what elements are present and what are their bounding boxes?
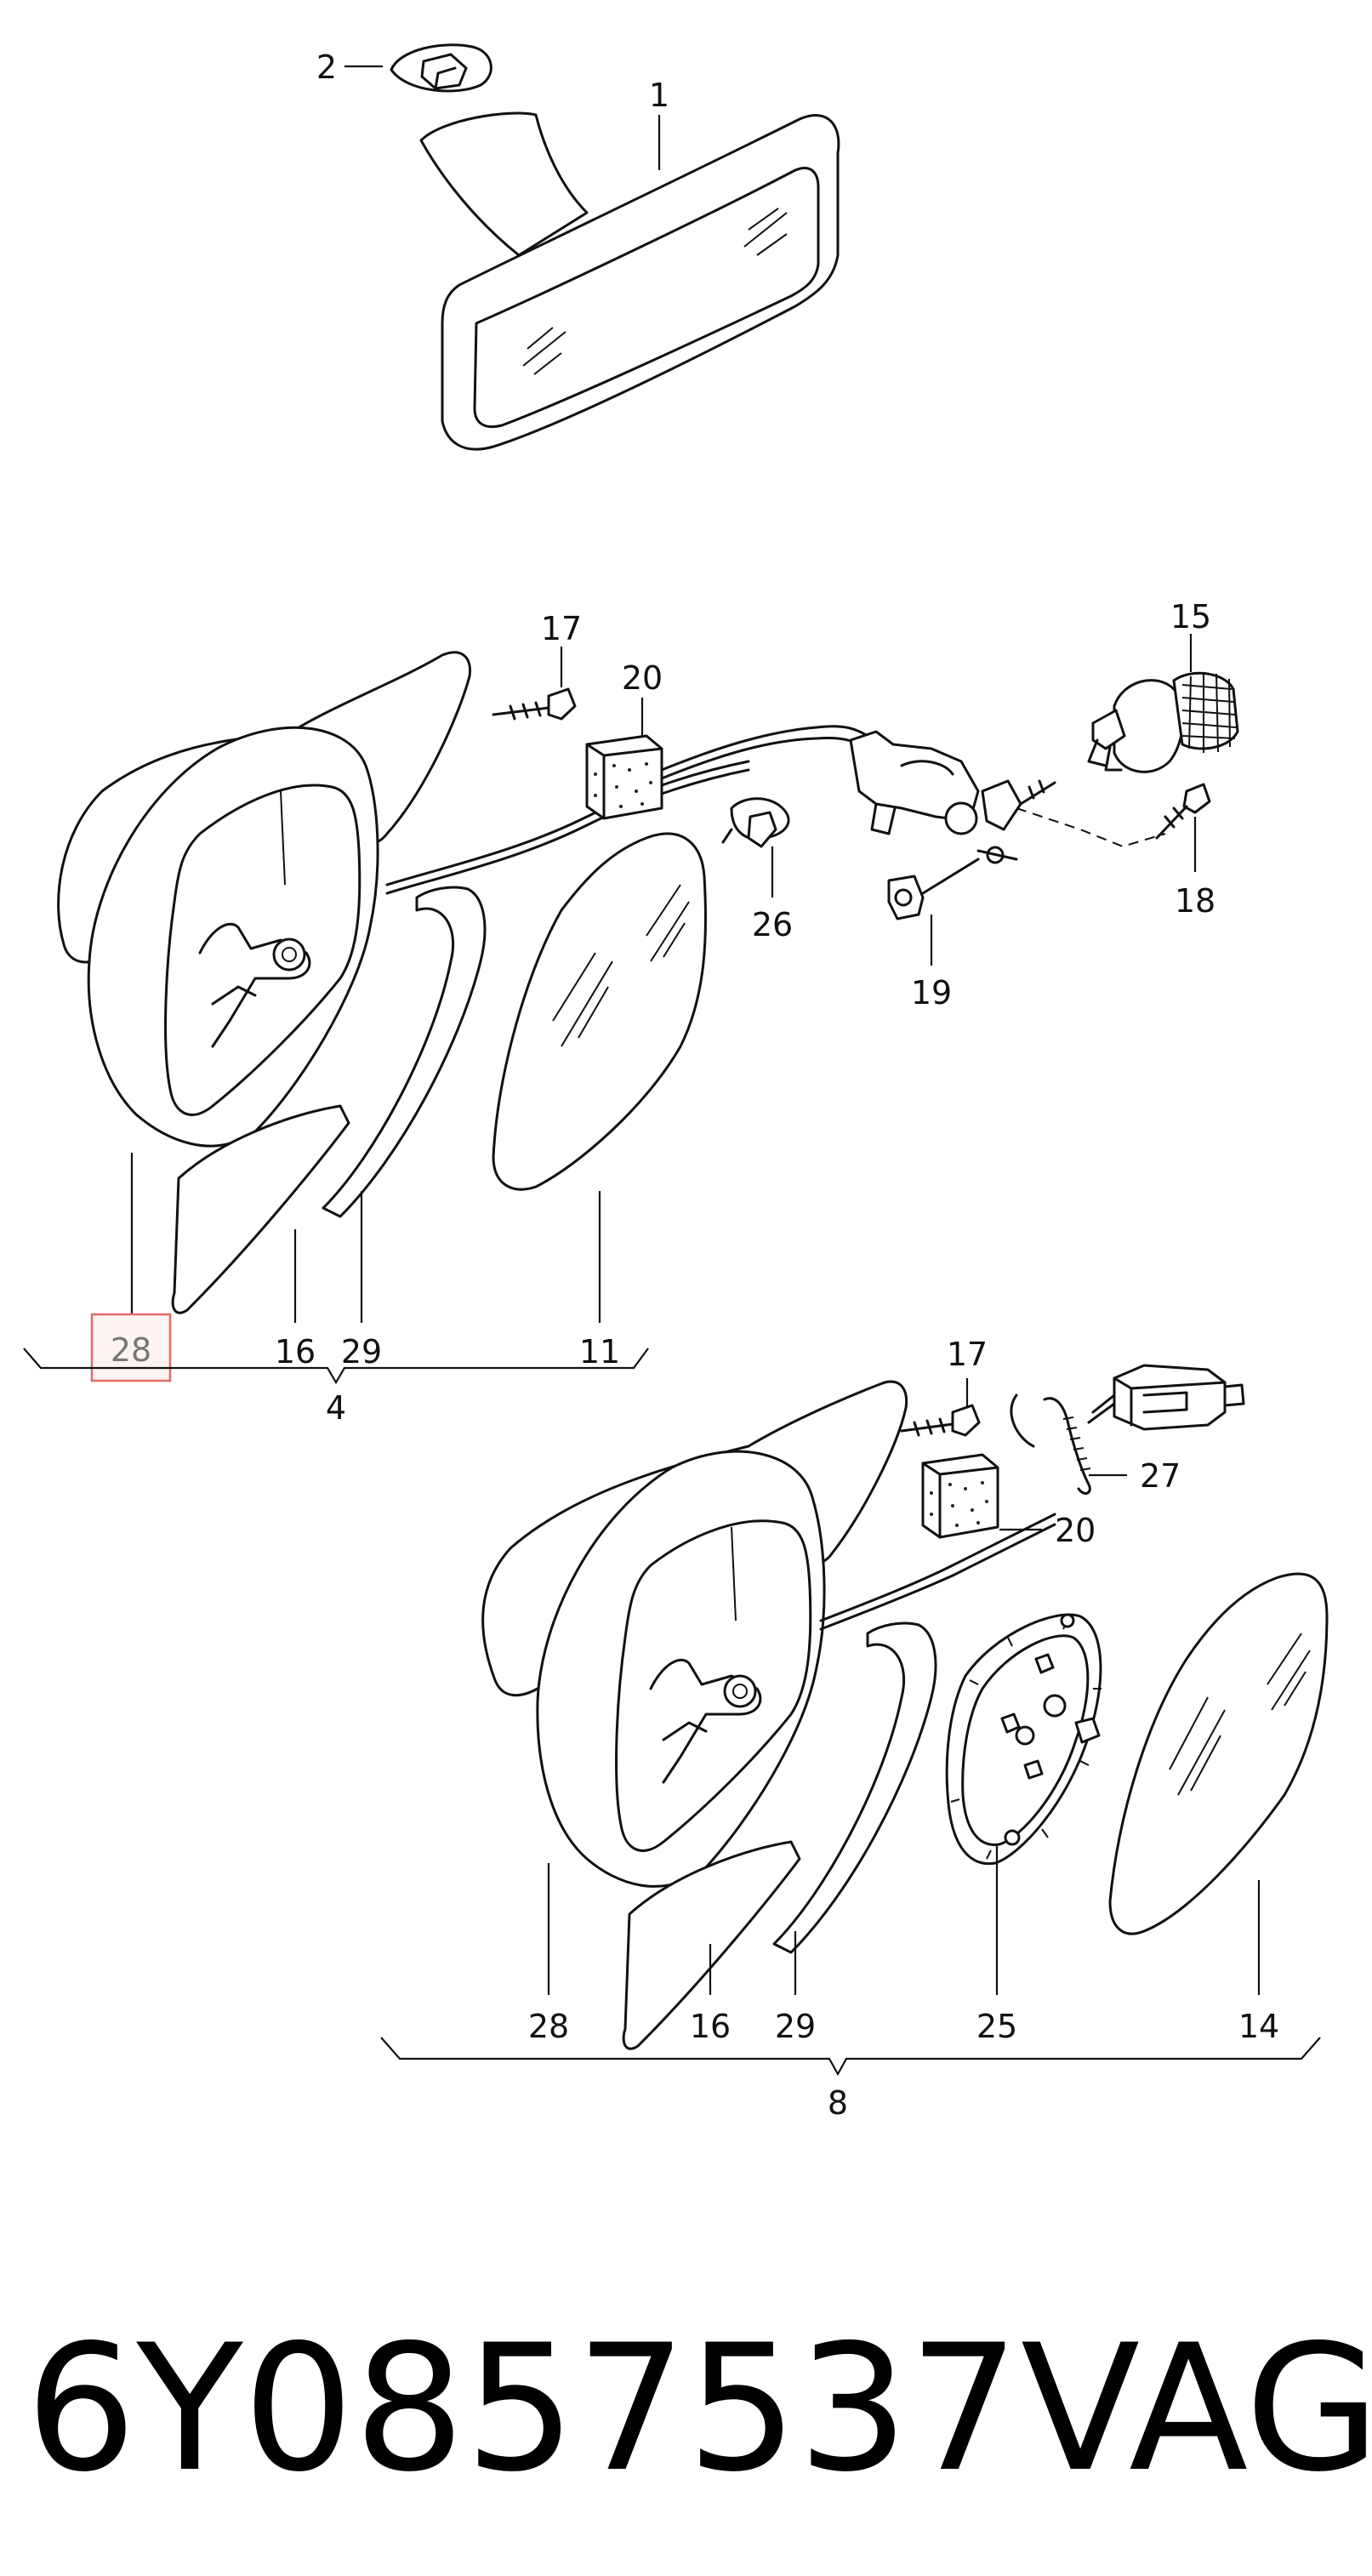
callout-1: 1 [649, 77, 669, 114]
callout-17-lower: 17 [947, 1336, 988, 1373]
callout-15: 15 [1170, 598, 1211, 635]
part-1-interior-mirror [419, 111, 840, 451]
callout-4: 4 [326, 1389, 346, 1427]
callout-17-upper: 17 [541, 610, 582, 647]
callout-20-upper: 20 [622, 659, 663, 697]
callout-28-lower: 28 [528, 2008, 569, 2045]
part-number-text: 6Y0857537 [26, 2308, 1020, 2510]
assembly-4-exterior-mirror [57, 651, 1239, 1314]
callout-27: 27 [1140, 1457, 1181, 1495]
brand-text: VAG [1021, 2308, 1372, 2510]
callout-8: 8 [828, 2084, 848, 2122]
highlight-box-28 [90, 1313, 172, 1382]
callout-14: 14 [1238, 2008, 1279, 2045]
assembly-8-exterior-mirror [481, 1364, 1329, 2050]
callout-18: 18 [1175, 882, 1215, 920]
callout-26: 26 [752, 906, 793, 943]
callout-29-lower: 29 [775, 2008, 816, 2045]
callout-2: 2 [316, 48, 337, 86]
callout-28-upper: 28 [111, 1331, 151, 1369]
callout-20-lower: 20 [1055, 1512, 1096, 1549]
callout-11: 11 [579, 1333, 620, 1371]
callout-16-lower: 16 [690, 2008, 731, 2045]
callout-25: 25 [976, 2008, 1017, 2045]
group-bracket-4 [23, 1348, 649, 1385]
callout-19: 19 [911, 974, 952, 1012]
part-2-clip [390, 43, 492, 93]
callout-16-upper: 16 [275, 1333, 316, 1371]
group-bracket-8 [380, 2037, 1321, 2077]
callout-29-upper: 29 [341, 1333, 382, 1371]
